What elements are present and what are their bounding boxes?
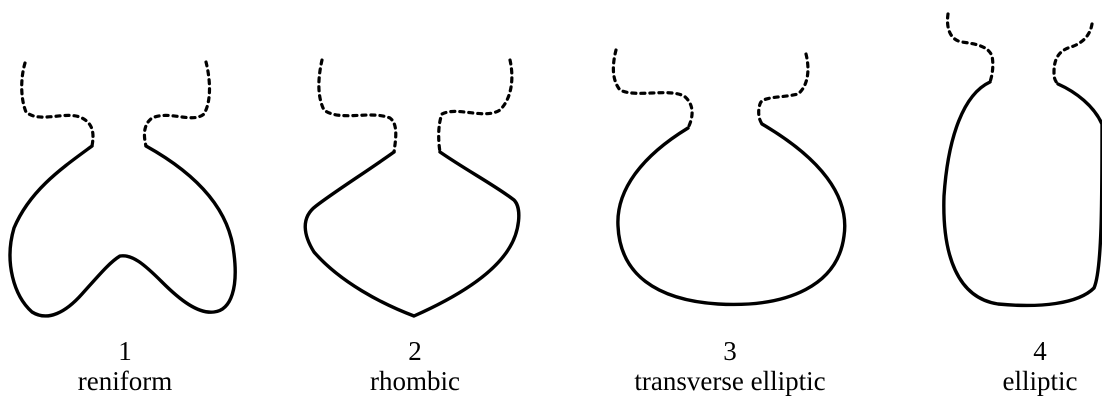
rhombic-right-neck	[437, 58, 514, 154]
shape-4-label: 4 elliptic	[980, 336, 1100, 396]
elliptic-right-neck	[1052, 22, 1094, 86]
shape-4-number: 4	[1033, 336, 1047, 366]
rhombic-outline	[303, 150, 521, 318]
reniform-right-neck	[142, 60, 212, 148]
shape-1-label: 1 reniform	[20, 336, 230, 396]
shape-4-name: elliptic	[1002, 366, 1078, 396]
shape-1-name: reniform	[77, 366, 173, 396]
elliptic-shape	[942, 12, 1102, 308]
shape-3-label: 3 transverse elliptic	[600, 336, 860, 396]
transverse-elliptic-shape	[611, 48, 847, 307]
shape-1-number: 1	[118, 336, 132, 366]
transverse-elliptic-outline	[616, 122, 847, 307]
reniform-left-neck	[20, 61, 95, 148]
elliptic-outline	[942, 80, 1102, 308]
elliptic-left-neck	[945, 12, 995, 84]
shape-2-label: 2 rhombic	[310, 336, 520, 396]
rhombic-shape	[303, 58, 521, 318]
reniform-shape	[8, 60, 237, 318]
shape-2-name: rhombic	[370, 366, 460, 396]
rhombic-left-neck	[317, 58, 398, 154]
reniform-outline	[8, 144, 237, 318]
shape-2-number: 2	[408, 336, 422, 366]
transverse-elliptic-right-neck	[757, 52, 810, 126]
shape-3-name: transverse elliptic	[634, 366, 826, 396]
shape-3-number: 3	[723, 336, 737, 366]
transverse-elliptic-left-neck	[611, 48, 694, 130]
